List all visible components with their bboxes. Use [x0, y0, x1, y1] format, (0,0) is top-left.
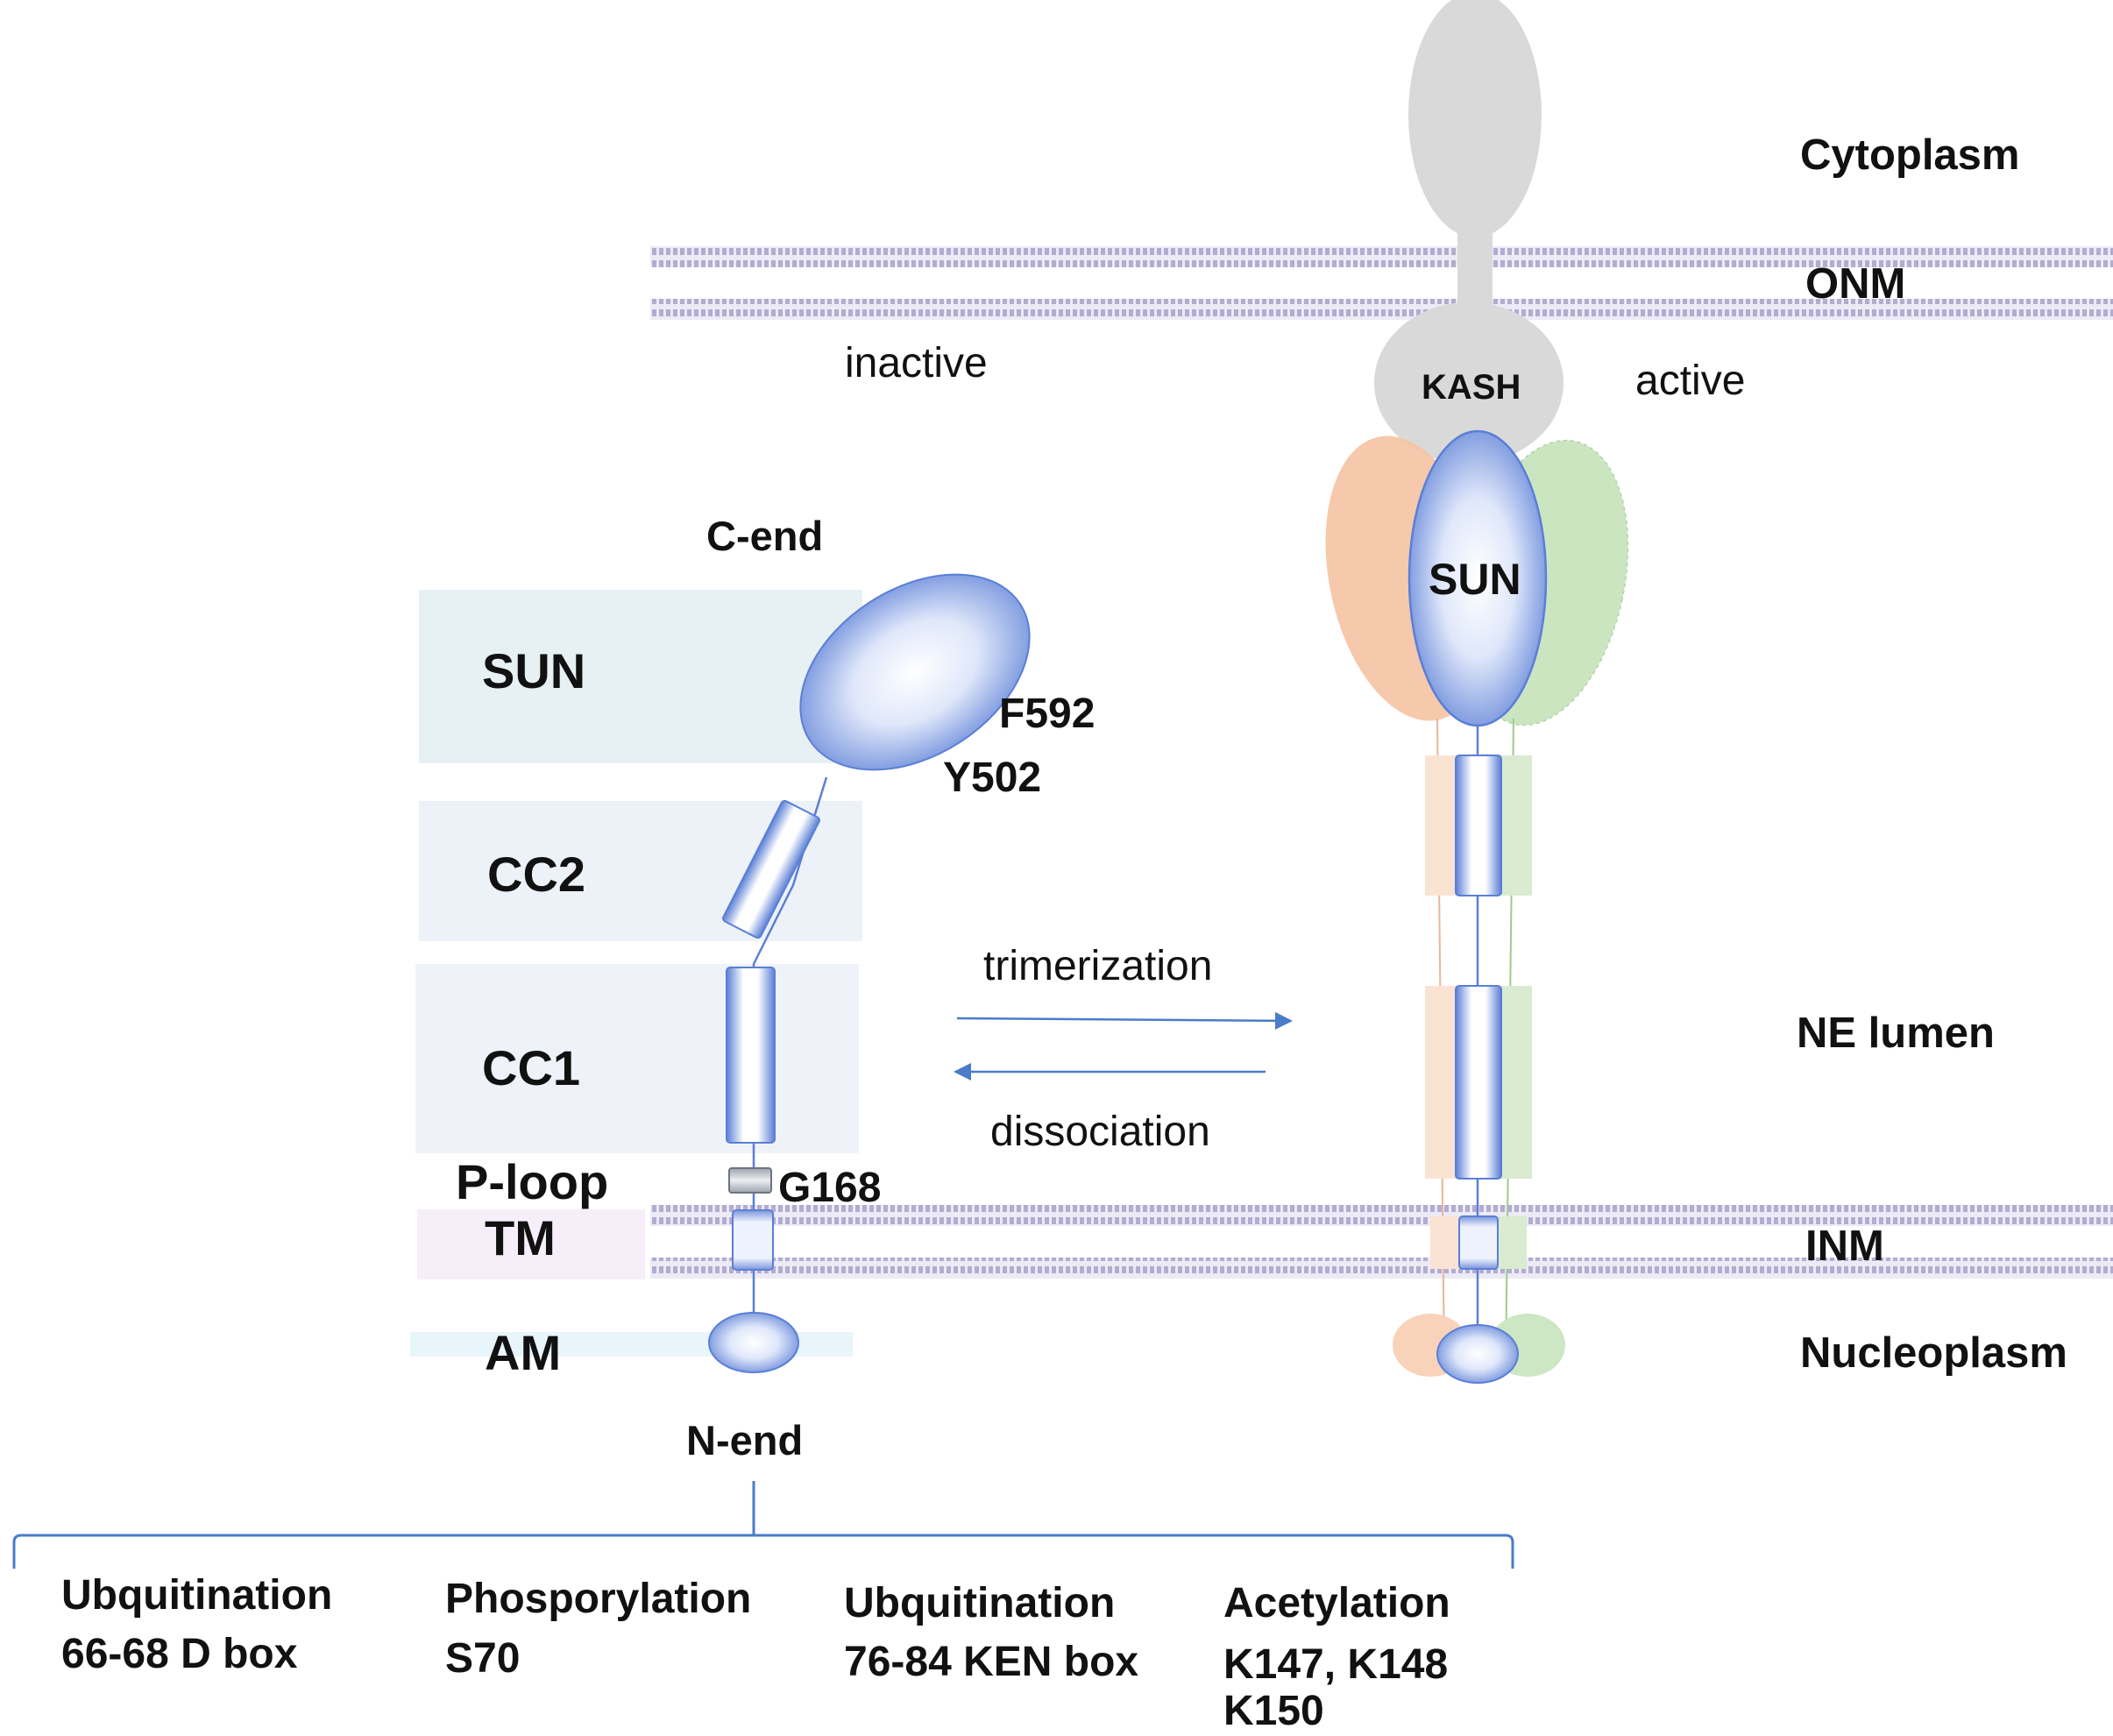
am-shape: [708, 1312, 799, 1373]
sun-domain-shape: [799, 573, 1031, 771]
g168-label: G168: [778, 1165, 881, 1211]
c-end-label: C-end: [706, 513, 823, 559]
modification-item: Phosporylation S70: [445, 1576, 751, 1682]
sun-trimer-head: [1407, 429, 1548, 727]
transition-arrows: [954, 1011, 1293, 1081]
tm-domain-band: [417, 1209, 645, 1279]
modification-site: K147, K148: [1223, 1641, 1448, 1688]
modification-type: Phosporylation: [445, 1576, 751, 1622]
trimerization-arrow: [956, 1011, 1293, 1030]
modification-type: Ubquitination: [844, 1580, 1115, 1626]
inm-label: INM: [1805, 1222, 1884, 1270]
trimer-sun-label: SUN: [1429, 555, 1521, 604]
nucleoplasm-label: Nucleoplasm: [1800, 1329, 2067, 1377]
f592-label: F592: [999, 691, 1095, 737]
modification-item: Ubquitination 76-84 KEN box: [844, 1580, 1138, 1685]
modification-item: Acetylation K147, K148 K150: [1223, 1580, 1450, 1734]
outer-nuclear-membrane: [650, 246, 2113, 320]
sun-label: SUN: [482, 643, 585, 698]
tm-label: TM: [485, 1210, 556, 1265]
modification-item: Ubquitination 66-68 D box: [61, 1572, 332, 1677]
sun-domain-band: [419, 590, 862, 763]
modification-site: 66-68 D box: [61, 1631, 298, 1677]
state-labels: inactive active trimerization dissociati…: [845, 340, 1745, 1155]
trimer-am-shape: [1436, 1324, 1519, 1384]
ploop-label: P-loop: [456, 1154, 608, 1209]
trimer-tm-shape: [1458, 1215, 1499, 1270]
modification-list: Ubquitination 66-68 D box Phosporylation…: [61, 1572, 1450, 1734]
am-label: AM: [485, 1325, 561, 1380]
onm-label: ONM: [1805, 260, 1905, 308]
domain-labels: C-end SUN CC2 CC1 P-loop TM AM N-end: [456, 513, 823, 1463]
modification-type: Ubquitination: [61, 1572, 332, 1619]
residue-labels: F592 Y502 G168: [778, 691, 1095, 1211]
kash-label: KASH: [1422, 368, 1521, 407]
ne-lumen-label: NE lumen: [1797, 1010, 1995, 1057]
active-sun-trimer: [1325, 429, 1629, 1384]
inactive-label: inactive: [845, 340, 988, 386]
cc2-coil-shape: [722, 799, 820, 939]
dissociation-label: dissociation: [990, 1109, 1210, 1155]
kash-domain-shape: [1374, 302, 1563, 464]
compartment-labels: Cytoplasm ONM NE lumen INM Nucleoplasm: [1797, 131, 2067, 1377]
cc2-label: CC2: [487, 847, 585, 902]
cc1-label: CC1: [482, 1040, 580, 1095]
y502-label: Y502: [943, 755, 1041, 801]
cytoplasm-label: Cytoplasm: [1800, 131, 2020, 179]
cc1-coil-shape: [726, 967, 776, 1144]
tm-shape: [732, 1209, 774, 1271]
inactive-sun-monomer: [708, 573, 1031, 1373]
cc1-domain-band: [415, 964, 859, 1153]
active-complex-labels: KASH SUN: [1422, 368, 1521, 604]
modification-site: 76-84 KEN box: [844, 1639, 1138, 1685]
trimer-cc2-shape: [1455, 755, 1502, 896]
active-label: active: [1635, 358, 1745, 404]
modification-bracket: [12, 1481, 1514, 1569]
kash-protein: [1374, 0, 1563, 464]
modification-site: K150: [1223, 1688, 1324, 1732]
modification-site: S70: [445, 1635, 520, 1682]
domain-bands: [410, 590, 862, 1357]
ploop-shape: [728, 1167, 772, 1194]
inner-nuclear-membrane: [650, 1205, 2113, 1279]
trimer-cc1-shape: [1455, 985, 1502, 1180]
n-end-label: N-end: [686, 1417, 803, 1463]
trimerization-label: trimerization: [983, 943, 1212, 989]
modification-type: Acetylation: [1223, 1580, 1450, 1626]
